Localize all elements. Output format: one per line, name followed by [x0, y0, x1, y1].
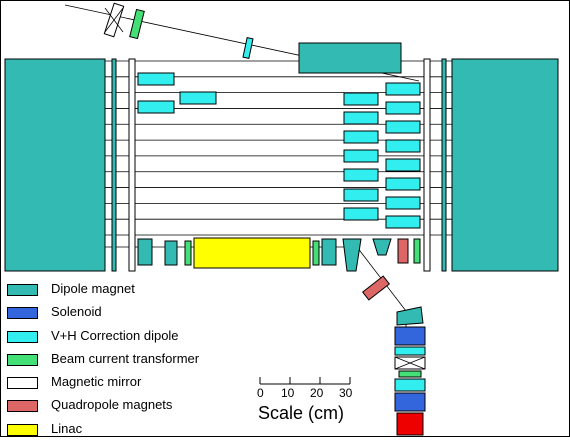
extraction-correction-dipole	[394, 378, 426, 392]
correction-dipole	[385, 177, 421, 191]
legend-swatch-solenoid	[7, 307, 38, 320]
scale-tick-20: 20	[310, 386, 324, 400]
linac-line-quadrupole	[397, 238, 409, 264]
correction-dipole	[137, 100, 175, 114]
correction-dipole	[343, 92, 379, 106]
linac-line-transformer	[312, 240, 320, 266]
legend-swatch-correction-dipole	[7, 330, 38, 343]
legend-item-dipole: Dipole magnet	[7, 280, 247, 303]
left-inner-plate	[111, 58, 117, 272]
legend-item-mirror: Magnetic mirror	[7, 373, 247, 396]
left-magnetic-mirror	[128, 58, 136, 272]
linac	[193, 237, 311, 269]
legend-label-transformer: Beam current transformer	[51, 350, 200, 366]
legend-item-quadrupole: Quadropole magnets	[7, 396, 247, 419]
legend-item-correction-dipole: V+H Correction dipole	[7, 327, 247, 350]
legend-label-solenoid: Solenoid	[51, 304, 102, 320]
correction-dipole	[385, 196, 421, 210]
legend-label-correction-dipole: V+H Correction dipole	[51, 327, 179, 343]
legend-label-mirror: Magnetic mirror	[51, 374, 142, 390]
mirror-cross-b	[104, 7, 124, 33]
target	[396, 412, 424, 436]
legend-item-solenoid: Solenoid	[7, 303, 247, 326]
solenoid	[394, 392, 426, 412]
scale-tick-0: 0	[257, 386, 264, 400]
correction-dipole	[385, 101, 421, 115]
legend-label-dipole: Dipole magnet	[51, 281, 135, 296]
correction-dipole	[179, 91, 217, 105]
extraction-dipole	[342, 238, 362, 272]
correction-dipole	[343, 188, 379, 202]
scale-tick-10: 10	[281, 386, 295, 400]
linac-line-dipole	[137, 238, 153, 266]
correction-dipole	[343, 130, 379, 144]
extraction-dipole-small	[372, 238, 392, 256]
extraction-correction-dipole	[394, 346, 426, 356]
correction-dipole	[385, 215, 421, 229]
input-current-transformer	[129, 8, 145, 40]
scale-title: Scale (cm)	[258, 403, 345, 423]
correction-dipole	[343, 111, 379, 125]
beamline-components	[4, 2, 559, 436]
correction-dipole	[137, 72, 175, 86]
legend-swatch-transformer	[7, 353, 38, 366]
correction-dipole	[385, 120, 421, 134]
correction-dipole	[385, 139, 421, 153]
legend-item-transformer: Beam current transformer	[7, 350, 247, 373]
correction-dipole	[385, 82, 421, 96]
legend-item-linac: Linac	[7, 420, 247, 443]
correction-dipole	[385, 158, 421, 172]
legend-swatch-mirror	[7, 377, 38, 390]
correction-dipole	[343, 168, 379, 182]
extraction-current-transformer	[398, 370, 422, 378]
legend-swatch-linac	[7, 423, 38, 436]
legend-swatch-quadrupole	[7, 400, 38, 413]
correction-dipole	[343, 149, 379, 163]
upper-dipole-magnet	[298, 42, 402, 74]
extraction-quadrupole	[361, 275, 391, 301]
beamline-schematic	[4, 2, 559, 436]
legend: Dipole magnet Solenoid V+H Correction di…	[7, 280, 247, 443]
linac-line-dipole	[164, 240, 178, 266]
legend-label-quadrupole: Quadropole magnets	[51, 397, 173, 413]
legend-label-linac: Linac	[51, 420, 83, 436]
right-magnetic-mirror	[423, 58, 431, 272]
solenoid	[394, 326, 426, 346]
right-inner-plate	[441, 58, 447, 272]
linac-line-transformer	[413, 238, 421, 264]
linac-line-transformer	[184, 240, 192, 266]
legend-swatch-dipole	[7, 284, 38, 296]
scale-tick-30: 30	[339, 386, 353, 400]
left-dipole-magnet	[4, 58, 106, 272]
correction-dipole	[343, 207, 379, 221]
input-correction-dipole	[242, 37, 254, 59]
extraction-bend-dipole	[396, 306, 424, 326]
right-dipole-magnet	[451, 58, 559, 272]
linac-line-dipole	[321, 238, 337, 266]
mirror-cross-b	[394, 356, 426, 370]
